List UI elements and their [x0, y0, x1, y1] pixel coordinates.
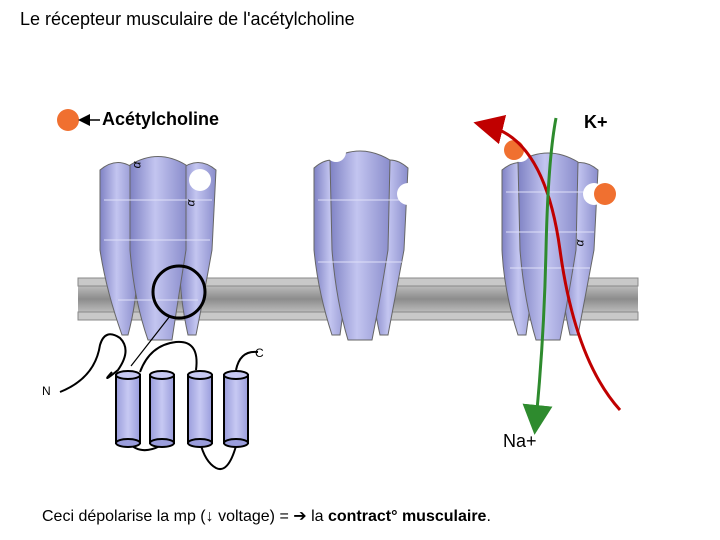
sodium-label: Na+ [503, 431, 537, 451]
receptor-1 [99, 156, 217, 341]
c-terminus-label: C [255, 346, 264, 360]
potassium-label: K+ [584, 112, 608, 132]
receptor-2 [313, 150, 409, 341]
n-terminus-label: N [42, 384, 51, 398]
k-efflux-arrow [473, 115, 622, 412]
acetylcholine-bound-2 [594, 183, 616, 205]
caption-bold: contract° musculaire [327, 508, 487, 525]
caption-part-3: la [306, 508, 328, 525]
alpha-label-1: α [129, 161, 144, 169]
alpha-label-3: α [572, 239, 587, 247]
na-influx-arrow [522, 117, 558, 435]
caption-part-4: . [486, 508, 491, 525]
zoom-pointer [130, 315, 171, 367]
acetylcholine-bound-1 [504, 140, 524, 160]
right-arrow-icon: ➔ [293, 508, 307, 525]
caption-part-1: Ceci dépolarise la mp ( [42, 508, 206, 525]
zoom-circle [151, 264, 207, 320]
caption: Ceci dépolarise la mp (↓ voltage) = ➔ la… [42, 506, 491, 526]
acetylcholine-legend-dot [57, 109, 79, 131]
down-arrow-icon: ↓ [205, 508, 214, 525]
alpha-label-2: α [183, 199, 198, 207]
acetylcholine-label: Acétylcholine [102, 109, 220, 129]
page-title: Le récepteur musculaire de l'acétylcholi… [20, 9, 355, 29]
acetylcholine-ligands [57, 109, 616, 205]
caption-part-2: voltage) = [213, 508, 294, 525]
transmembrane-helices [59, 333, 259, 470]
receptor-3 [501, 152, 599, 341]
